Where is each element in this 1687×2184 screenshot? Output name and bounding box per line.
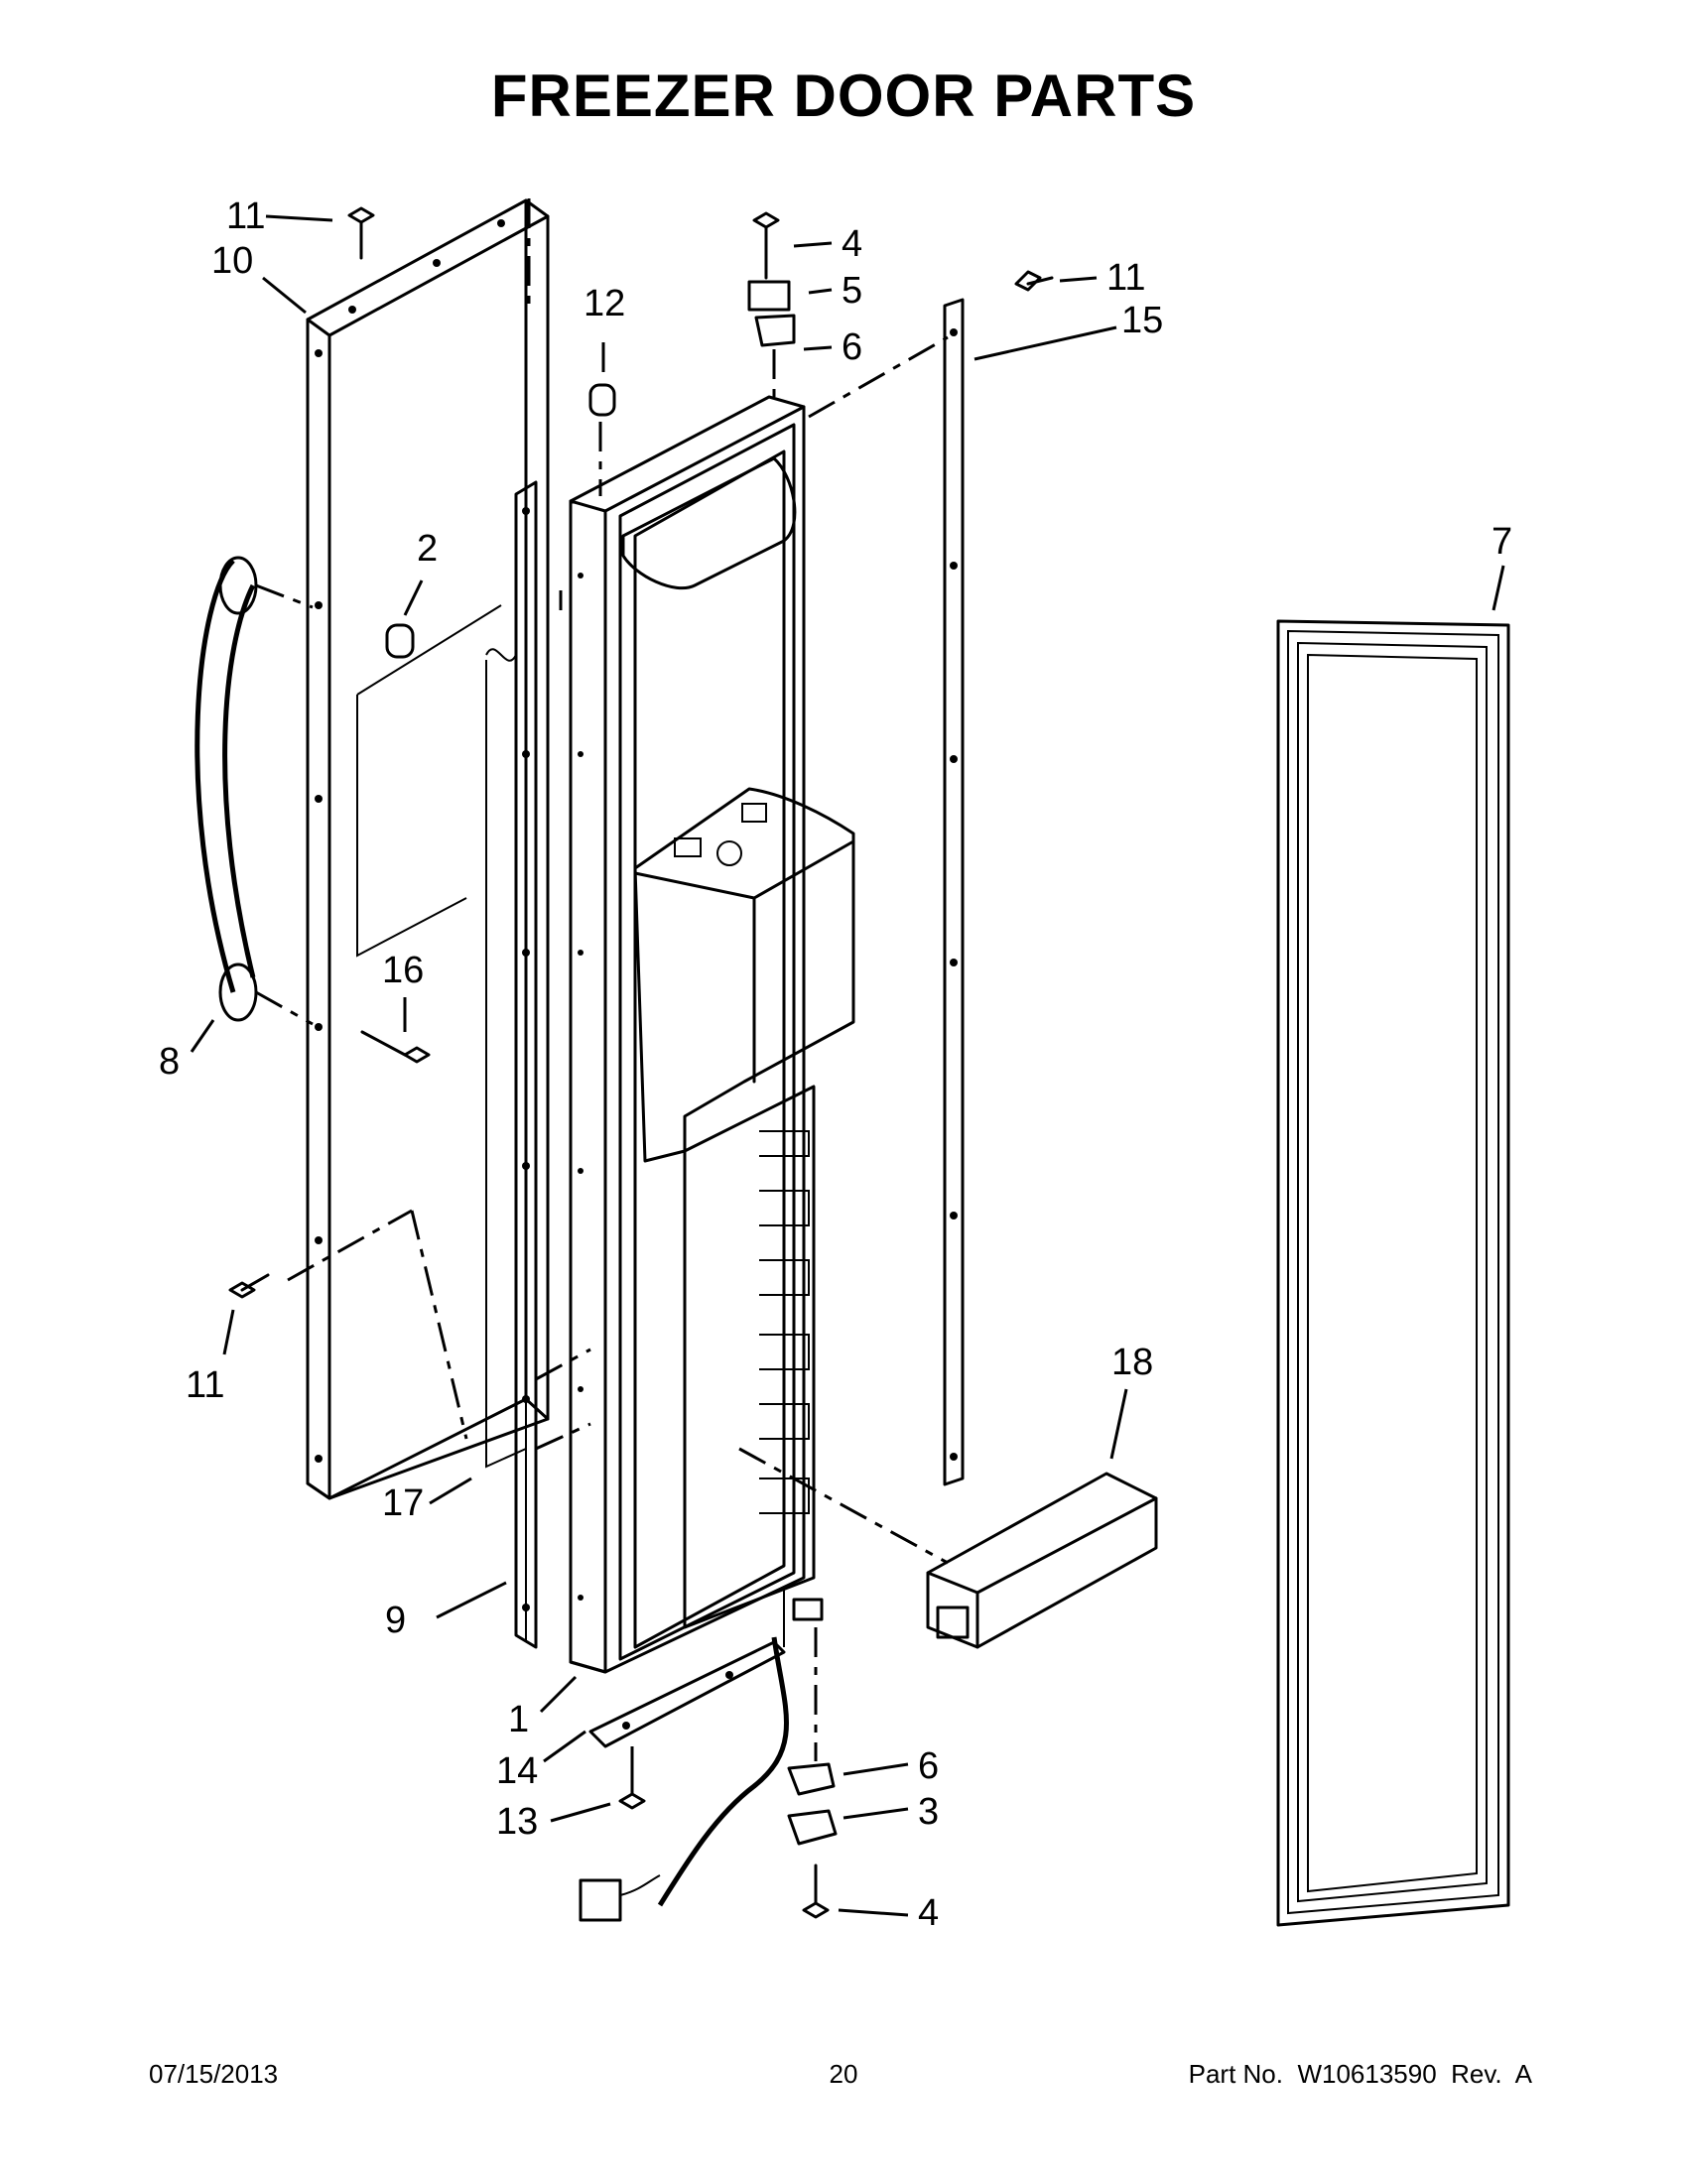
callout-4-bottom: 4 — [918, 1892, 939, 1934]
page-title: FREEZER DOOR PARTS — [490, 63, 1197, 129]
hardware — [228, 206, 1054, 1919]
callout-6-top: 6 — [842, 326, 862, 368]
callout-8: 8 — [159, 1041, 180, 1083]
assembly-lines — [255, 198, 949, 1761]
callout-6-bottom: 6 — [918, 1745, 939, 1787]
callout-1: 1 — [508, 1699, 529, 1740]
callout-16: 16 — [382, 950, 424, 991]
callout-15: 15 — [1121, 300, 1163, 341]
part-7-gasket — [1276, 619, 1510, 1927]
part-17-insulation — [356, 604, 527, 1469]
callout-3: 3 — [918, 1791, 939, 1833]
callout-7: 7 — [1492, 521, 1512, 563]
callout-11-top: 11 — [226, 195, 265, 237]
wire-harness — [579, 1588, 789, 1922]
callout-4-top: 4 — [842, 223, 862, 265]
part-1-freezer-door — [569, 395, 855, 1674]
callout-11-right: 11 — [1106, 257, 1145, 299]
callout-14: 14 — [496, 1750, 538, 1792]
callout-9: 9 — [385, 1600, 406, 1641]
footer-part-number: Part No. W10613590 Rev. A — [1188, 2059, 1532, 2089]
callout-11-lower: 11 — [186, 1364, 224, 1406]
footer-page-number: 20 — [829, 2059, 858, 2089]
leader-lines — [190, 214, 1505, 1917]
part-18-bin — [926, 1472, 1158, 1649]
part-15-strip — [943, 298, 965, 1486]
part-8-handle — [195, 556, 258, 1022]
callout-12: 12 — [584, 283, 625, 324]
callout-10: 10 — [211, 240, 253, 282]
callout-13: 13 — [496, 1801, 538, 1843]
part-10-door-panel — [306, 198, 550, 1500]
callout-18: 18 — [1111, 1342, 1153, 1383]
footer-date: 07/15/2013 — [149, 2059, 279, 2089]
callout-5: 5 — [842, 270, 862, 312]
callout-2: 2 — [417, 528, 438, 570]
callout-17: 17 — [382, 1482, 424, 1524]
part-14-bracket — [588, 1640, 786, 1748]
part-9-strip — [514, 480, 538, 1649]
